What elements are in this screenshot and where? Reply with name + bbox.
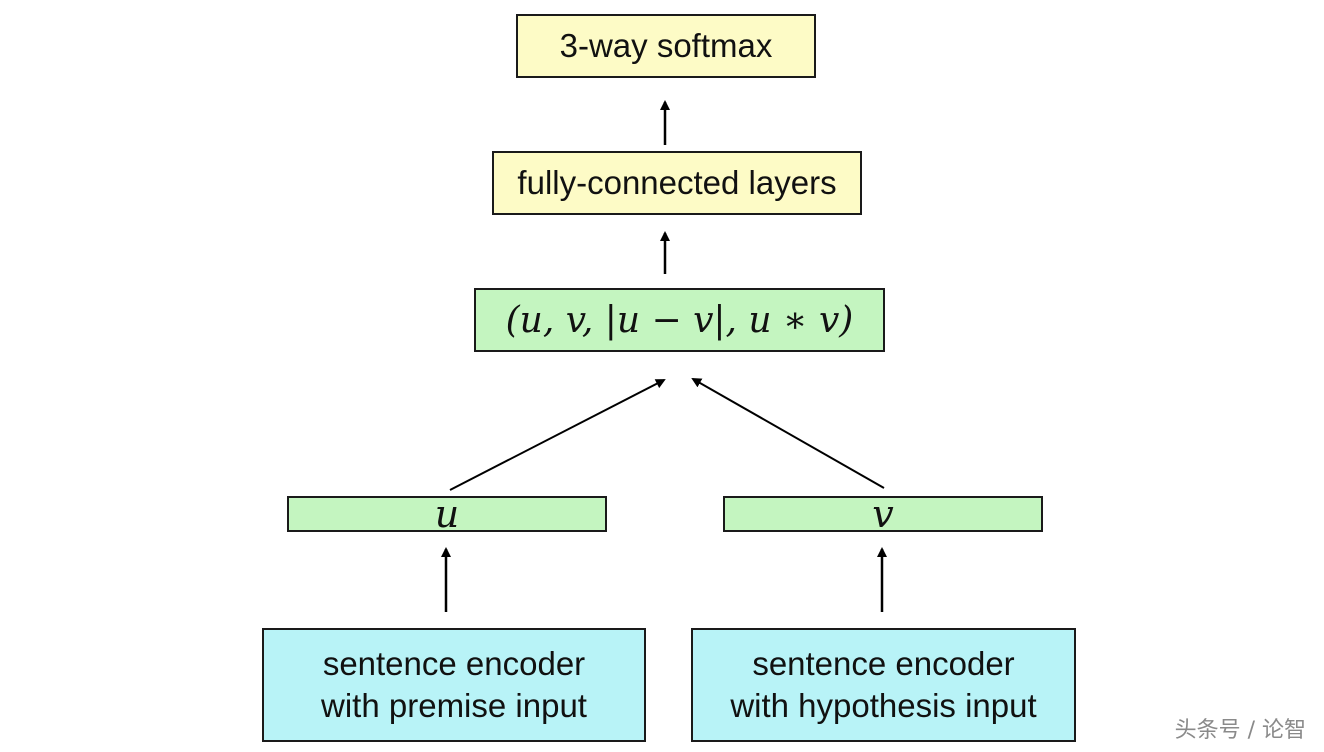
arrow-v-to-features: [691, 378, 885, 489]
premise-encoder-line1: sentence encoder: [322, 645, 586, 682]
premise-encoder-line2: with premise input: [321, 687, 587, 724]
hypothesis-encoder-box: sentence encoder with hypothesis input: [691, 628, 1076, 742]
hypothesis-encoder-line1: sentence encoder: [752, 645, 1015, 682]
u-vector-label: u: [434, 492, 460, 536]
premise-encoder-box: sentence encoder with premise input: [262, 628, 646, 742]
u-vector-box: u: [287, 492, 607, 536]
hypothesis-encoder-line2: with hypothesis input: [730, 687, 1037, 724]
feature-combination-label: (u, v, |u − v|, u ∗ v): [505, 299, 854, 341]
fully-connected-box: fully-connected layers: [492, 151, 862, 215]
v-vector-label: v: [872, 492, 894, 536]
v-vector-box: v: [723, 492, 1043, 536]
softmax-box: 3-way softmax: [516, 14, 816, 78]
softmax-label: 3-way softmax: [559, 27, 773, 64]
feature-combination-box: (u, v, |u − v|, u ∗ v): [474, 288, 885, 352]
fully-connected-label: fully-connected layers: [517, 164, 837, 201]
arrow-u-to-features: [449, 379, 666, 491]
watermark-text: 头条号 / 论智: [1174, 718, 1306, 743]
